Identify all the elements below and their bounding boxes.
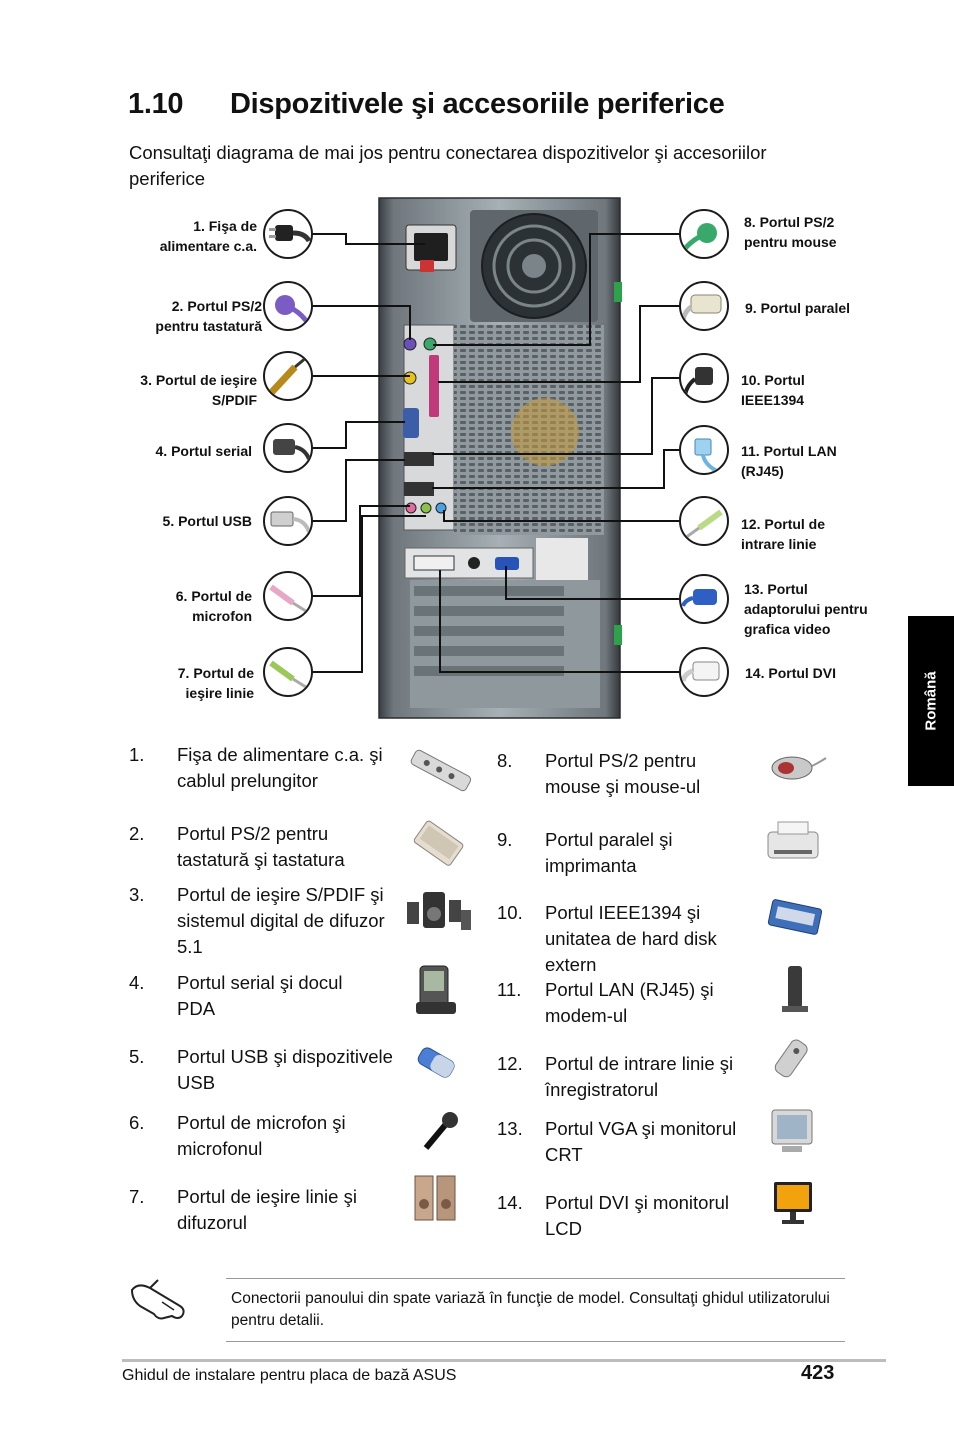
pda-dock-icon <box>416 965 456 1014</box>
crt-monitor-icon <box>771 1109 813 1152</box>
note-hand-icon <box>130 1279 185 1320</box>
spdif-plug-icon <box>263 351 313 401</box>
footer-rule <box>122 1359 886 1362</box>
keyboard-icon <box>413 820 464 866</box>
section-heading: 1.10 Dispozitivele şi accesoriile perifer… <box>128 88 725 121</box>
microphone-plug-icon <box>263 571 313 621</box>
footer-text: Ghidul de instalare pentru placa de bază… <box>122 1367 457 1384</box>
lan-plug-icon <box>679 425 729 475</box>
note-text: Conectorii panoului din spate variază în… <box>231 1290 830 1329</box>
serial-plug-icon <box>263 423 313 473</box>
vga-plug-icon <box>679 574 729 624</box>
external-hdd-icon <box>767 899 823 935</box>
rear-panel-diagram <box>312 197 680 719</box>
speakers-icon <box>414 1175 456 1221</box>
label-parallel: 9. Portul paralel <box>745 300 851 316</box>
microphone-icon <box>423 1112 458 1150</box>
label-lan: 11. Portul LAN(RJ45) <box>741 443 837 479</box>
page-number: 423 <box>801 1362 835 1384</box>
section-title: Dispozitivele şi accesoriile periferice <box>230 88 725 120</box>
printer-icon <box>767 821 819 859</box>
connector-lines <box>312 233 680 673</box>
recorder-icon <box>774 1039 808 1078</box>
ps2-keyboard-plug-icon <box>263 281 313 331</box>
usb-drive-icon <box>417 1047 455 1078</box>
dvi-plug-icon <box>679 647 729 697</box>
label-usb: 5. Portul USB <box>162 513 252 529</box>
label-dvi: 14. Portul DVI <box>745 665 837 681</box>
modem-icon <box>782 966 808 1012</box>
label-serial: 4. Portul serial <box>155 443 252 459</box>
usb-plug-icon <box>263 496 313 546</box>
io-ports <box>403 337 519 571</box>
ps2-mouse-plug-icon <box>679 209 729 259</box>
power-strip-icon <box>410 749 472 792</box>
section-number: 1.10 <box>128 88 184 120</box>
parallel-plug-icon <box>679 281 729 331</box>
note-bottom-rule <box>226 1341 845 1342</box>
intro-paragraph: Consultaţi diagrama de mai jos pentru co… <box>129 142 767 189</box>
line-in-plug-icon <box>679 496 729 546</box>
speaker-system-icon <box>407 892 471 930</box>
line-out-plug-icon <box>263 647 313 697</box>
lcd-monitor-icon <box>774 1182 812 1224</box>
power-plug-icon <box>263 209 313 259</box>
note-top-rule <box>226 1278 845 1279</box>
mouse-icon <box>771 756 827 780</box>
ieee1394-plug-icon <box>679 353 729 403</box>
language-tab: Română <box>908 616 954 786</box>
